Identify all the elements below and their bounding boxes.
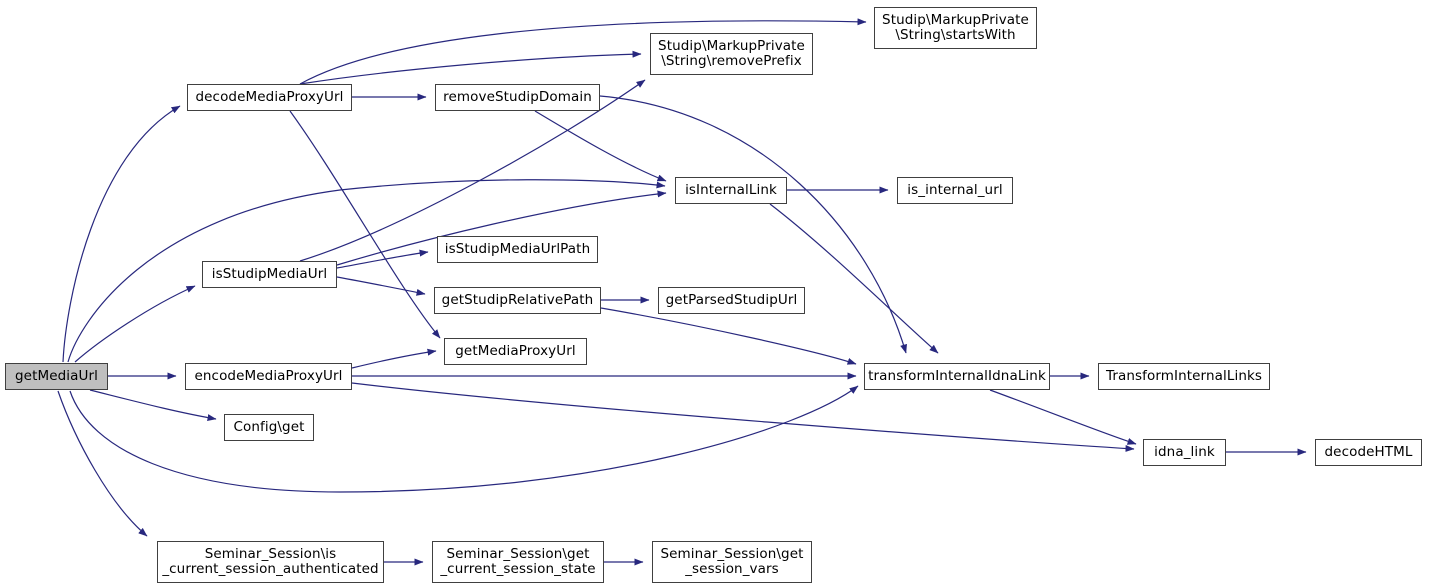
node-isStudipMediaUrlPath[interactable]: isStudipMediaUrlPath	[437, 236, 598, 263]
edge-isInternalLink-to-transformInternalIdnaLink	[769, 203, 939, 354]
node-getParsedStudipUrl[interactable]: getParsedStudipUrl	[658, 287, 805, 314]
node-label-isStudipMediaUrl: isStudipMediaUrl	[211, 265, 328, 282]
node-label-getParsedStudipUrl: getParsedStudipUrl	[665, 291, 798, 308]
node-getStudipRelativePath[interactable]: getStudipRelativePath	[434, 287, 601, 314]
node-removeStudipDomain[interactable]: removeStudipDomain	[435, 84, 600, 111]
node-label-removePrefix: Studip\MarkupPrivate \String\removePrefi…	[658, 37, 805, 69]
node-label-isStudipMediaUrlPath: isStudipMediaUrlPath	[444, 240, 591, 257]
node-getMediaProxyUrl[interactable]: getMediaProxyUrl	[444, 338, 587, 365]
edge-decodeMediaProxyUrl-to-getMediaProxyUrl	[289, 110, 441, 339]
node-label-decodeHTML: decodeHTML	[1324, 443, 1413, 460]
edge-getMediaUrl-to-ConfigGet	[89, 389, 217, 422]
node-label-ConfigGet: Config\get	[233, 418, 305, 435]
node-label-getMediaUrl: getMediaUrl	[15, 367, 98, 384]
edge-encodeMediaProxyUrl-to-getMediaProxyUrl	[351, 348, 437, 369]
node-label-idna_link: idna_link	[1154, 443, 1215, 460]
node-getMediaUrl[interactable]: getMediaUrl	[5, 363, 108, 390]
node-label-transformInternalIdnaLink: transformInternalIdnaLink	[868, 367, 1046, 384]
node-SeminarGetVars[interactable]: Seminar_Session\get _session_vars	[652, 541, 812, 583]
node-startsWith[interactable]: Studip\MarkupPrivate \String\startsWith	[874, 7, 1037, 49]
node-label-removeStudipDomain: removeStudipDomain	[443, 88, 592, 105]
edge-encodeMediaProxyUrl-to-idna_link	[351, 382, 1135, 452]
node-isStudipMediaUrl[interactable]: isStudipMediaUrl	[202, 261, 337, 288]
node-idna_link[interactable]: idna_link	[1143, 439, 1226, 466]
node-label-TransformInternalLinks: TransformInternalLinks	[1105, 367, 1263, 384]
edge-removeStudipDomain-to-isInternalLink	[534, 110, 667, 182]
node-label-decodeMediaProxyUrl: decodeMediaProxyUrl	[195, 88, 344, 105]
node-ConfigGet[interactable]: Config\get	[224, 414, 314, 441]
edge-isStudipMediaUrl-to-removePrefix	[299, 79, 646, 262]
node-label-is_internal_url: is_internal_url	[907, 181, 1003, 198]
edge-decodeMediaProxyUrl-to-startsWith	[299, 18, 867, 85]
edges-group	[57, 18, 1307, 566]
node-isInternalLink[interactable]: isInternalLink	[675, 177, 787, 204]
node-SeminarIsAuth[interactable]: Seminar_Session\is _current_session_auth…	[157, 541, 384, 583]
edge-getMediaUrl-to-decodeMediaProxyUrl	[62, 105, 181, 363]
node-decodeHTML[interactable]: decodeHTML	[1315, 439, 1422, 466]
node-label-encodeMediaProxyUrl: encodeMediaProxyUrl	[194, 367, 343, 384]
node-encodeMediaProxyUrl[interactable]: encodeMediaProxyUrl	[185, 363, 352, 390]
node-transformInternalIdnaLink[interactable]: transformInternalIdnaLink	[864, 363, 1050, 390]
node-label-startsWith: Studip\MarkupPrivate \String\startsWith	[882, 11, 1029, 43]
edge-getMediaUrl-to-transformInternalIdnaLink	[69, 385, 859, 493]
node-removePrefix[interactable]: Studip\MarkupPrivate \String\removePrefi…	[650, 33, 813, 75]
edge-getMediaUrl-to-SeminarIsAuth	[57, 390, 148, 537]
edge-isStudipMediaUrl-to-getStudipRelativePath	[336, 276, 426, 296]
node-SeminarGetState[interactable]: Seminar_Session\get _current_session_sta…	[432, 541, 604, 583]
edge-getMediaUrl-to-isInternalLink	[67, 179, 666, 363]
edge-isStudipMediaUrl-to-isInternalLink	[336, 190, 667, 266]
node-label-SeminarGetVars: Seminar_Session\get _session_vars	[660, 545, 804, 577]
node-decodeMediaProxyUrl[interactable]: decodeMediaProxyUrl	[187, 84, 352, 111]
node-TransformInternalLinks[interactable]: TransformInternalLinks	[1098, 363, 1270, 390]
node-label-SeminarIsAuth: Seminar_Session\is _current_session_auth…	[162, 545, 379, 577]
edge-removeStudipDomain-to-transformInternalIdnaLink	[599, 95, 907, 354]
edge-getMediaUrl-to-isStudipMediaUrl	[74, 285, 196, 363]
node-is_internal_url[interactable]: is_internal_url	[897, 177, 1013, 204]
node-label-SeminarGetState: Seminar_Session\get _current_session_sta…	[440, 545, 596, 577]
node-label-isInternalLink: isInternalLink	[685, 181, 777, 198]
edge-getStudipRelativePath-to-transformInternalIdnaLink	[600, 307, 857, 365]
edge-decodeMediaProxyUrl-to-removePrefix	[299, 50, 642, 85]
edge-isStudipMediaUrl-to-isStudipMediaUrlPath	[336, 249, 429, 269]
node-label-getMediaProxyUrl: getMediaProxyUrl	[455, 342, 576, 359]
edge-transformInternalIdnaLink-to-idna_link	[989, 389, 1137, 445]
node-label-getStudipRelativePath: getStudipRelativePath	[441, 291, 594, 308]
